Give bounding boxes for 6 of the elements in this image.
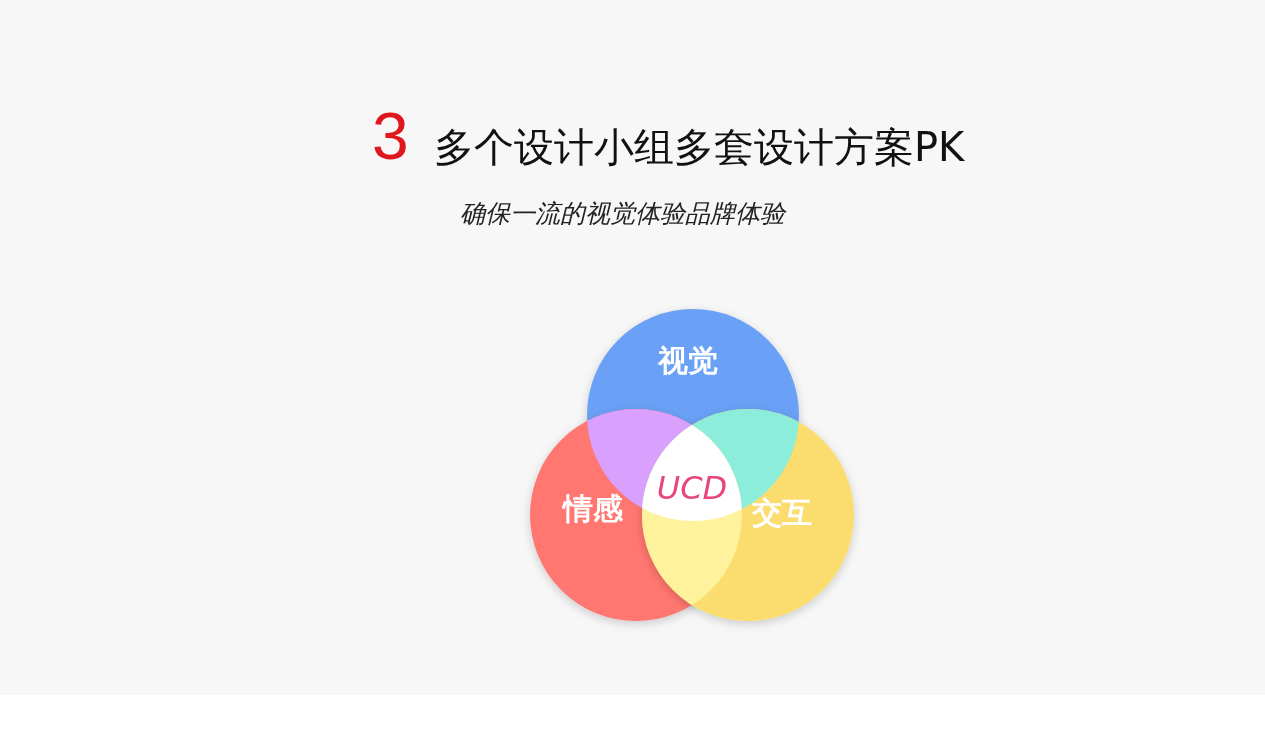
circle-label: 情感 [563,491,623,527]
circle-label: 交互 [752,495,812,531]
title: 多个设计小组多套设计方案PK [434,123,965,172]
step-number: 3 [372,98,409,175]
circle-label: 视觉 [658,343,718,379]
subtitle: 确保一流的视觉体验品牌体验 [460,198,785,230]
